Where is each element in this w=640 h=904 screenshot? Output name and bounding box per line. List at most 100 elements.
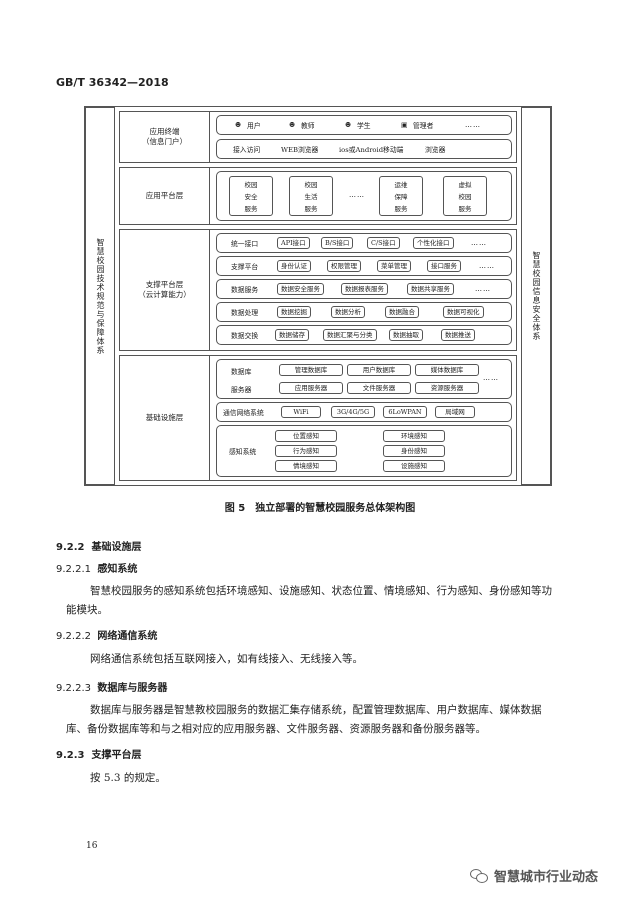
card-line: 校园 [304, 181, 318, 189]
row-item: 数据汇聚与分类 [323, 329, 377, 341]
users-item: 教师 [301, 122, 315, 130]
sensing-box: 感知系统 位置感知 行为感知 情境感知 环境感知 身份感知 设施感知 [216, 425, 512, 477]
row-label: 支撑平台 [231, 263, 259, 271]
row-item: 接口服务 [427, 260, 461, 272]
right-side-panel: 智慧校园信息安全体系 [521, 107, 551, 485]
section-heading: 9.2.2 基础设施层 [56, 538, 141, 553]
row-item: 数据抽取 [389, 329, 423, 341]
terminal-layer-name: 应用终端 （信息门户） [120, 112, 210, 162]
user-icon: ☻ [235, 121, 242, 129]
paragraph: 按 5.3 的规定。 [90, 769, 166, 788]
support-row: 统一接口 API接口 B/S接口 C/S接口 个性化接口 …… [216, 233, 512, 253]
section-heading: 9.2.3 支撑平台层 [56, 746, 141, 761]
card-line: 服务 [394, 205, 408, 213]
card-line: 运维 [394, 181, 408, 189]
page-number: 16 [86, 841, 98, 851]
sensing-item: 行为感知 [275, 445, 337, 457]
network-item: WiFi [281, 406, 321, 418]
card-line: 保障 [394, 193, 408, 201]
row-item: 数据可视化 [443, 306, 484, 318]
db-item: 管理数据库 [279, 364, 343, 376]
access-box: 接入访问 WEB浏览器 ios或Android移动端 浏览器 [216, 139, 512, 159]
section-title: 基础设施层 [91, 542, 142, 553]
left-side-label: 智慧校园技术规范与保障体系 [96, 237, 105, 355]
paragraph: 能模块。 [66, 601, 108, 620]
service-card: 虚拟 校园 服务 [443, 176, 487, 216]
watermark: 智慧城市行业动态 [470, 866, 598, 885]
section-heading: 9.2.2.3 数据库与服务器 [56, 679, 167, 694]
standard-number: GB/T 36342—2018 [56, 76, 169, 89]
paragraph-line: 能模块。 [66, 604, 108, 616]
sensing-item: 环境感知 [383, 430, 445, 442]
section-title: 支撑平台层 [91, 750, 142, 761]
row-label: 统一接口 [231, 240, 259, 248]
sensing-item: 设施感知 [383, 460, 445, 472]
row-item: 数据共享服务 [407, 283, 454, 295]
paragraph-line: 按 5.3 的规定。 [90, 772, 166, 784]
sensing-item: 位置感知 [275, 430, 337, 442]
db-item: 用户数据库 [347, 364, 411, 376]
card-line: 安全 [244, 193, 258, 201]
row-more: …… [479, 262, 495, 270]
db-item: 媒体数据库 [415, 364, 479, 376]
card-line: 生活 [304, 193, 318, 201]
db-label: 数据库 [231, 368, 252, 376]
paragraph-line: 智慧校园服务的感知系统包括环境感知、设施感知、状态位置、情境感知、行为感知、身份… [90, 585, 552, 597]
row-item: 数据挖掘 [277, 306, 311, 318]
card-line: 校园 [244, 181, 258, 189]
network-item: 局域网 [435, 406, 475, 418]
card-line: 校园 [458, 193, 472, 201]
section-number: 9.2.2 [56, 542, 85, 553]
row-item: 数据分析 [331, 306, 365, 318]
support-row: 数据服务 数据安全服务 数据报表服务 数据共享服务 …… [216, 279, 512, 299]
section-title: 感知系统 [97, 564, 138, 575]
access-label: 接入访问 [233, 146, 261, 154]
service-card: 校园 安全 服务 [229, 176, 273, 216]
sensing-item: 身份感知 [383, 445, 445, 457]
row-item: 个性化接口 [413, 237, 454, 249]
service-card: 校园 生活 服务 [289, 176, 333, 216]
section-heading: 9.2.2.1 感知系统 [56, 560, 137, 575]
row-item: 数据推送 [441, 329, 475, 341]
architecture-diagram: 智慧校园技术规范与保障体系 智慧校园信息安全体系 应用终端 （信息门户） ☻ 用… [84, 106, 552, 486]
support-name-line1: 支撑平台层 [145, 279, 184, 289]
row-item: C/S接口 [367, 237, 400, 249]
wechat-icon [470, 868, 488, 883]
row-item: B/S接口 [321, 237, 354, 249]
section-number: 9.2.2.2 [56, 631, 91, 642]
row-item: 数据报表服务 [341, 283, 388, 295]
users-more: …… [465, 121, 481, 129]
paragraph-line: 库、备份数据库等和与之相对应的应用服务器、文件服务器、资源服务器和备份服务器等。 [66, 723, 486, 735]
left-side-panel: 智慧校园技术规范与保障体系 [85, 107, 115, 485]
student-icon: ☻ [345, 121, 352, 129]
section-number: 9.2.3 [56, 750, 85, 761]
row-item: API接口 [277, 237, 310, 249]
right-side-label: 智慧校园信息安全体系 [532, 251, 541, 341]
server-label: 服务器 [231, 386, 252, 394]
db-server-box: 数据库 服务器 管理数据库 用户数据库 媒体数据库 应用服务器 文件服务器 资源… [216, 359, 512, 399]
network-label: 通信网络系统 [223, 409, 264, 417]
figure-caption: 图 5 独立部署的智慧校园服务总体架构图 [224, 503, 416, 514]
support-row: 数据处理 数据挖掘 数据分析 数据融合 数据可视化 [216, 302, 512, 322]
row-label: 数据交换 [231, 332, 259, 340]
server-item: 资源服务器 [415, 382, 479, 394]
app-platform-layer: 应用平台层 校园 安全 服务 校园 生活 服务 …… 运维 保障 服务 虚拟 校… [119, 167, 517, 225]
terminal-name-line1: 应用终端 [149, 126, 180, 136]
support-layer: 支撑平台层 （云计算能力） 统一接口 API接口 B/S接口 C/S接口 个性化… [119, 229, 517, 351]
app-services-box: 校园 安全 服务 校园 生活 服务 …… 运维 保障 服务 虚拟 校园 服务 [216, 171, 512, 221]
infra-layer-name: 基础设施层 [120, 356, 210, 480]
row-label: 数据处理 [231, 309, 259, 317]
users-box: ☻ 用户 ☻ 教师 ☻ 学生 ▣ 管理者 …… [216, 115, 512, 135]
paragraph: 库、备份数据库等和与之相对应的应用服务器、文件服务器、资源服务器和备份服务器等。 [66, 720, 486, 739]
access-item: WEB浏览器 [281, 146, 319, 154]
users-item: 用户 [247, 122, 261, 130]
services-more: …… [349, 191, 365, 199]
service-card: 运维 保障 服务 [379, 176, 423, 216]
support-row: 数据交换 数据储存 数据汇聚与分类 数据抽取 数据推送 [216, 325, 512, 345]
access-item: ios或Android移动端 [339, 146, 404, 154]
card-line: 服务 [458, 205, 472, 213]
support-layer-name: 支撑平台层 （云计算能力） [120, 230, 210, 350]
sensing-item: 情境感知 [275, 460, 337, 472]
section-title: 数据库与服务器 [97, 683, 168, 694]
section-number: 9.2.2.1 [56, 564, 91, 575]
